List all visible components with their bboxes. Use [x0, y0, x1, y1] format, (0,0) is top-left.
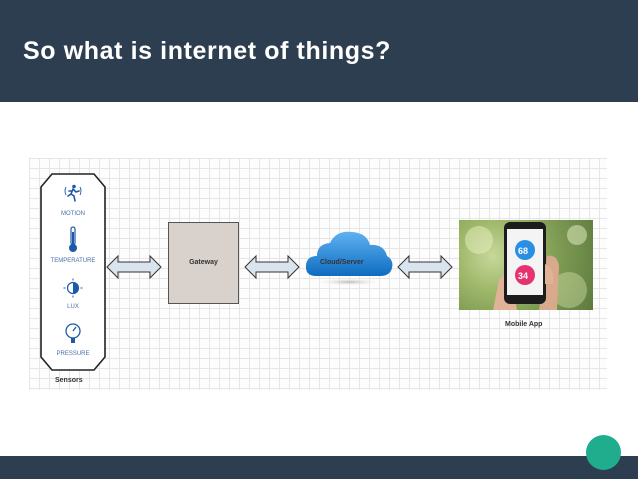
mobile-app-photo: 68 34 [459, 220, 593, 310]
bidirectional-arrow-icon [244, 254, 300, 280]
slide-footer [0, 456, 638, 479]
sensor-label-motion: MOTION [61, 211, 85, 217]
gauge-icon [65, 323, 81, 343]
bidirectional-arrow-icon [106, 254, 162, 280]
sensors-frame [40, 173, 106, 371]
sensor-label-pressure: PRESSURE [56, 351, 90, 357]
accent-dot [586, 435, 621, 470]
light-icon [63, 278, 83, 298]
sensor-label-temperature: TEMPERATURE [50, 258, 96, 264]
thermometer-icon [69, 226, 77, 252]
gateway-box [168, 222, 239, 304]
slide-header: So what is internet of things? [0, 0, 638, 102]
cloud-icon [305, 231, 393, 286]
bidirectional-arrow-icon [397, 254, 453, 280]
sensor-label-lux: LUX [67, 304, 79, 310]
motion-icon [64, 184, 82, 202]
reading-bottom: 34 [518, 271, 529, 281]
slide-title: So what is internet of things? [23, 37, 391, 65]
mobile-app-label: Mobile App [505, 321, 543, 328]
sensors-group-label: Sensors [55, 377, 83, 384]
iot-diagram: MOTION TEMPERATURE LUX PRESSURE Sensors … [29, 158, 607, 390]
gateway-label: Gateway [189, 259, 218, 266]
reading-top: 68 [518, 246, 529, 256]
hand-holding-phone-icon [465, 222, 587, 310]
cloud-label: Cloud/Server [320, 259, 364, 266]
